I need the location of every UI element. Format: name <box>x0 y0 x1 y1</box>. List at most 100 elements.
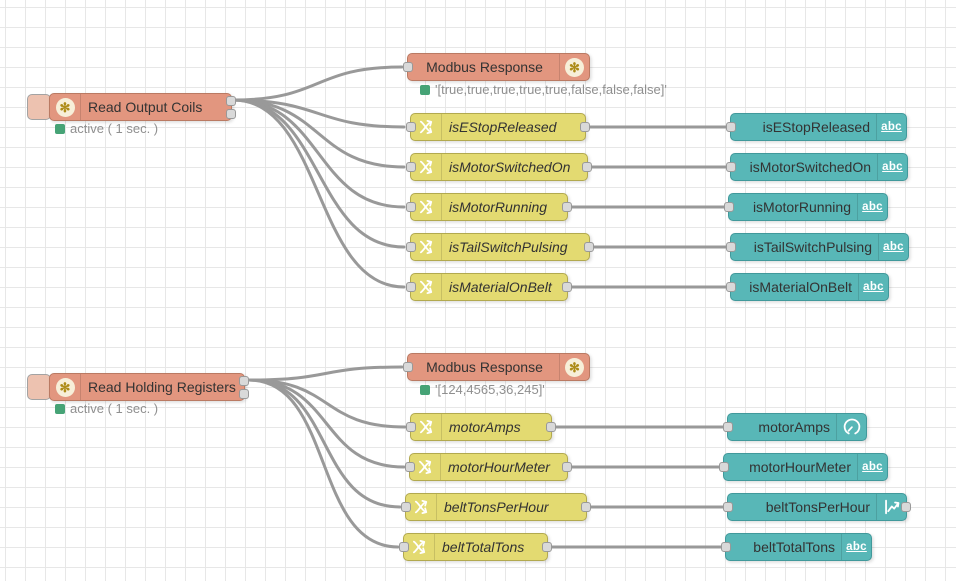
wire[interactable] <box>231 98 406 289</box>
wire[interactable] <box>247 378 402 509</box>
change-node-isTailSwitchPulsing[interactable]: isTailSwitchPulsing <box>406 233 594 261</box>
node-read-holding-registers[interactable]: ✻ Read Holding Registers <box>49 373 249 401</box>
node-modbus-response-1[interactable]: Modbus Response ✻ <box>403 53 590 81</box>
node-label: beltTonsPerHour <box>765 499 870 515</box>
node-label: Read Holding Registers <box>88 379 236 395</box>
wire[interactable] <box>231 98 406 169</box>
input-port[interactable] <box>403 62 413 72</box>
node-label: isMaterialOnBelt <box>749 279 852 295</box>
change-node-isMaterialOnBelt[interactable]: isMaterialOnBelt <box>406 273 572 301</box>
node-status: '[true,true,true,true,true,false,false,f… <box>420 82 667 97</box>
trigger-button[interactable] <box>27 374 51 400</box>
output-port[interactable] <box>584 242 594 252</box>
change-node-beltTotalTons[interactable]: beltTotalTons <box>399 533 552 561</box>
change-swap-icon <box>411 154 442 180</box>
node-label: motorHourMeter <box>448 459 550 475</box>
output-port[interactable] <box>582 162 592 172</box>
output-port[interactable] <box>580 122 590 132</box>
input-port[interactable] <box>726 282 736 292</box>
input-port[interactable] <box>406 122 416 132</box>
change-node-motorAmps[interactable]: motorAmps <box>406 413 556 441</box>
change-node-isMotorSwitchedOn[interactable]: isMotorSwitchedOn <box>406 153 592 181</box>
chart-icon <box>876 494 906 520</box>
input-port[interactable] <box>401 502 411 512</box>
ui-text-node-isMaterialOnBelt[interactable]: isMaterialOnBelt abc <box>726 273 889 301</box>
node-label: Modbus Response <box>426 59 543 75</box>
status-dot-icon <box>420 384 430 395</box>
wire[interactable] <box>231 98 406 249</box>
input-port[interactable] <box>726 122 736 132</box>
ui-text-node-isMotorSwitchedOn[interactable]: isMotorSwitchedOn abc <box>726 153 908 181</box>
node-label: isEStopReleased <box>762 119 870 135</box>
wire[interactable] <box>247 378 406 469</box>
node-label: isTailSwitchPulsing <box>449 239 568 255</box>
ui-text-node-motorHourMeter[interactable]: motorHourMeter abc <box>719 453 888 481</box>
node-label: beltTotalTons <box>753 539 835 555</box>
abc-text-icon: abc <box>841 534 871 560</box>
status-text: '[124,4565,36,245]' <box>435 382 545 397</box>
ui-chart-node-beltTonsPerHour[interactable]: beltTonsPerHour <box>723 493 911 521</box>
output-port[interactable] <box>581 502 591 512</box>
input-port[interactable] <box>406 282 416 292</box>
node-label: isMotorSwitchedOn <box>449 159 571 175</box>
wire[interactable] <box>231 98 406 209</box>
node-label: beltTotalTons <box>442 539 525 555</box>
input-port[interactable] <box>723 422 733 432</box>
input-port[interactable] <box>405 462 415 472</box>
node-label: isMaterialOnBelt <box>449 279 552 295</box>
output-port[interactable] <box>562 202 572 212</box>
input-port[interactable] <box>723 502 733 512</box>
change-node-beltTonsPerHour[interactable]: beltTonsPerHour <box>401 493 591 521</box>
input-port[interactable] <box>399 542 409 552</box>
wire[interactable] <box>247 378 400 549</box>
input-port[interactable] <box>724 202 734 212</box>
wire[interactable] <box>247 378 407 429</box>
abc-text-icon: abc <box>876 114 906 140</box>
output-port-1[interactable] <box>226 96 236 106</box>
trigger-button[interactable] <box>27 94 51 120</box>
output-port[interactable] <box>901 502 911 512</box>
output-port[interactable] <box>542 542 552 552</box>
node-read-output-coils[interactable]: ✻ Read Output Coils <box>49 93 236 121</box>
modbus-flower-icon: ✻ <box>559 54 589 80</box>
input-port[interactable] <box>406 242 416 252</box>
output-port-2[interactable] <box>239 389 249 399</box>
input-port[interactable] <box>406 162 416 172</box>
input-port[interactable] <box>726 162 736 172</box>
ui-text-node-isMotorRunning[interactable]: isMotorRunning abc <box>724 193 888 221</box>
change-swap-icon <box>411 414 442 440</box>
change-node-isMotorRunning[interactable]: isMotorRunning <box>406 193 572 221</box>
output-port-1[interactable] <box>239 376 249 386</box>
gauge-icon <box>836 414 866 440</box>
modbus-flower-icon: ✻ <box>559 354 589 380</box>
change-node-isEStopReleased[interactable]: isEStopReleased <box>406 113 590 141</box>
abc-text-icon: abc <box>857 194 887 220</box>
node-modbus-response-2[interactable]: Modbus Response ✻ <box>403 353 590 381</box>
output-port[interactable] <box>562 462 572 472</box>
output-port-2[interactable] <box>226 109 236 119</box>
node-label: isMotorSwitchedOn <box>749 159 871 175</box>
node-label: isMotorRunning <box>449 199 548 215</box>
ui-text-node-isTailSwitchPulsing[interactable]: isTailSwitchPulsing abc <box>726 233 909 261</box>
wire[interactable] <box>231 65 404 102</box>
ui-gauge-node-motorAmps[interactable]: motorAmps <box>723 413 867 441</box>
status-dot-icon <box>55 123 65 134</box>
change-node-motorHourMeter[interactable]: motorHourMeter <box>405 453 572 481</box>
abc-text-icon: abc <box>858 274 888 300</box>
node-label: motorAmps <box>449 419 521 435</box>
input-port[interactable] <box>406 202 416 212</box>
output-port[interactable] <box>562 282 572 292</box>
wire[interactable] <box>231 98 406 129</box>
input-port[interactable] <box>403 362 413 372</box>
ui-text-node-beltTotalTons[interactable]: beltTotalTons abc <box>721 533 872 561</box>
output-port[interactable] <box>546 422 556 432</box>
input-port[interactable] <box>721 542 731 552</box>
input-port[interactable] <box>719 462 729 472</box>
wire[interactable] <box>247 365 404 382</box>
input-port[interactable] <box>406 422 416 432</box>
ui-text-node-isEStopReleased[interactable]: isEStopReleased abc <box>726 113 907 141</box>
abc-text-icon: abc <box>878 234 908 260</box>
node-label: isTailSwitchPulsing <box>753 239 872 255</box>
input-port[interactable] <box>726 242 736 252</box>
